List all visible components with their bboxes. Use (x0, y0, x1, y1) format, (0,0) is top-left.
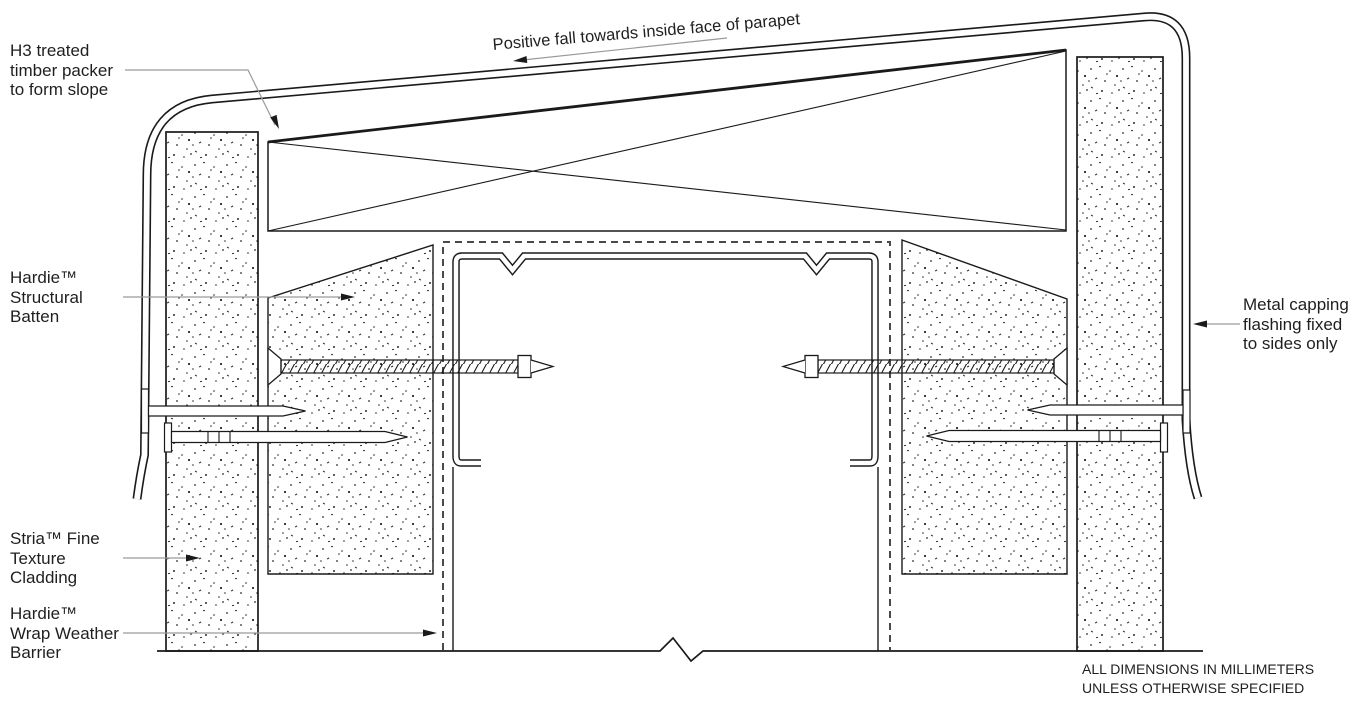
cladding-panel-left (165, 131, 259, 652)
arrow-icon (186, 554, 200, 562)
arrow-icon (423, 629, 437, 637)
timber-packer (267, 48, 1067, 232)
screw-tip-icon (780, 359, 806, 374)
top-hat-channel (452, 252, 879, 467)
leader-metal-capping (1193, 320, 1240, 328)
leader-stria-cladding (123, 554, 200, 562)
metal-capping-flashing (132, 12, 1203, 500)
structural-batten-left (267, 244, 434, 575)
wall-lining-lines (452, 467, 879, 651)
base-break-line (157, 636, 1203, 663)
nail-left-upper (140, 388, 306, 434)
label-structural-batten: Hardie™ Structural Batten (10, 268, 83, 326)
screw-tip-icon (530, 359, 556, 374)
screw-left (267, 346, 556, 387)
leader-wrap-barrier (123, 629, 437, 637)
weather-barrier-dashed-line (442, 241, 891, 650)
label-wrap-barrier: Hardie™ Wrap Weather Barrier (10, 604, 119, 662)
nail-right-lower (926, 422, 1169, 453)
cladding-panel-right (1076, 56, 1164, 652)
label-timber-packer: H3 treated timber packer to form slope (10, 41, 113, 99)
label-stria-cladding: Stria™ Fine Texture Cladding (10, 529, 100, 587)
arrow-icon (270, 114, 279, 129)
arrow-icon (341, 293, 355, 301)
leader-timber-packer (125, 69, 279, 129)
label-metal-capping: Metal capping flashing fixed to sides on… (1243, 295, 1349, 353)
packer-slope-top-edge (267, 48, 1067, 144)
structural-batten-right (901, 239, 1068, 575)
nail-right-upper (1027, 389, 1191, 434)
leader-positive-fall (513, 37, 728, 63)
nail-left-lower (163, 422, 408, 453)
arrow-icon (513, 56, 528, 63)
screw-right (780, 346, 1068, 387)
label-dimensions-note: ALL DIMENSIONS IN MILLIMETERS UNLESS OTH… (1082, 661, 1315, 696)
arrow-icon (1193, 320, 1207, 328)
leader-structural-batten (123, 293, 355, 301)
